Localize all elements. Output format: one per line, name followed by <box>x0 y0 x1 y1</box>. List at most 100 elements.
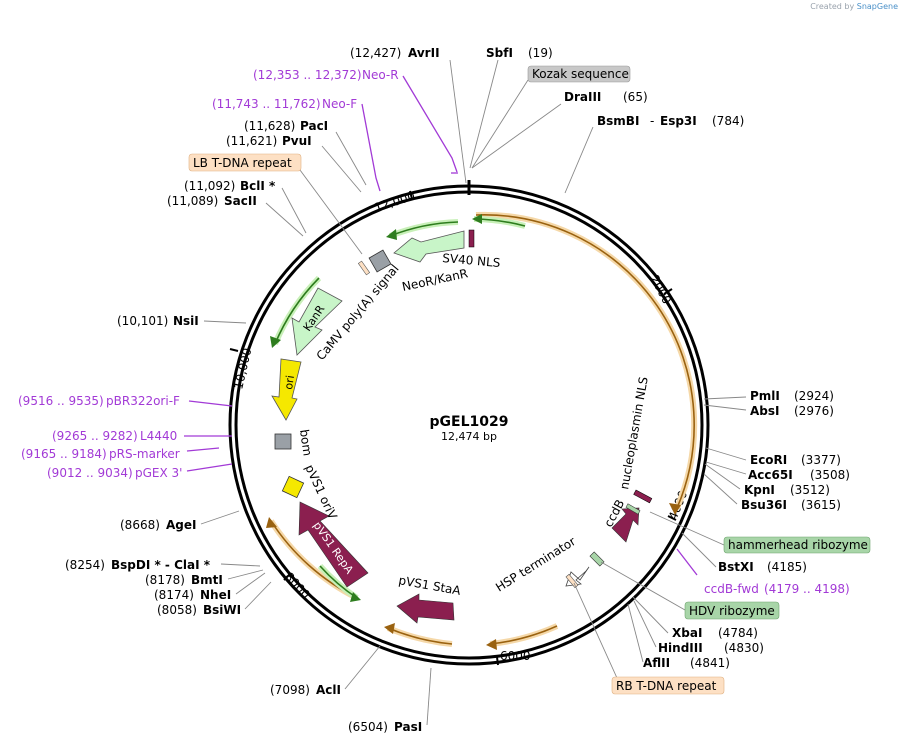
line-kozak <box>471 79 529 169</box>
hindiii-name: HindIII <box>658 641 703 655</box>
nucleoplasmin-nls-label: nucleoplasmin NLS <box>617 376 651 491</box>
aflii-pos: (4841) <box>690 656 730 670</box>
line-hammerhead <box>649 511 725 546</box>
tick-label-6000: 6000 <box>500 649 531 663</box>
line-absi <box>703 404 747 411</box>
hammerhead-box <box>723 536 871 554</box>
pvs1-repa-arrow <box>298 501 369 588</box>
bspdi-name: BspDI * - ClaI * <box>111 558 211 572</box>
kpni-pos: (3512) <box>790 483 830 497</box>
nsii-pos: (10,101) <box>117 314 168 328</box>
orange-arc-right-glow <box>475 211 698 510</box>
line-xbai <box>632 596 669 634</box>
xbai-name: XbaI <box>672 626 702 640</box>
tick-label-12000: 12,000 <box>373 189 417 215</box>
credit-brand: SnapGene <box>856 2 898 11</box>
neor-range: (12,353 .. 12,372) <box>253 68 362 82</box>
hsp-terminator-label: HSP terminator <box>493 534 578 594</box>
line-bsmbi <box>564 126 594 194</box>
plasmid-length: 12,474 bp <box>441 430 497 443</box>
bmti-pos: (8178) <box>145 573 185 587</box>
tick-12000 <box>409 190 413 200</box>
line-aflii <box>627 603 644 663</box>
leader-lines <box>200 59 747 726</box>
hammerhead-shape <box>625 503 641 515</box>
draiii-pos: (65) <box>623 90 648 104</box>
line-bstxi <box>681 532 717 568</box>
l4440-name: L4440 <box>140 429 177 443</box>
hdv-ribozyme-shape <box>589 551 605 567</box>
line-pvui <box>321 145 362 193</box>
snapgene-credit: Created by SnapGene <box>810 2 898 11</box>
line-ecori <box>705 447 747 461</box>
bcli-pos: (11,092) <box>184 179 235 193</box>
green-arc-kan-head <box>270 336 281 348</box>
kozak-box <box>527 65 631 83</box>
line-pgex <box>186 463 233 472</box>
rb-tdna-box <box>611 676 725 695</box>
bsiwi-name: BsiWI <box>203 603 241 617</box>
tick-6000 <box>496 656 499 666</box>
tick-2000 <box>663 288 673 295</box>
line-bspdi <box>220 563 261 567</box>
sv40-nls-label: SV40 NLS <box>442 251 501 270</box>
tick-marks <box>229 190 677 666</box>
ccdbfwd-name: ccdB-fwd <box>704 582 759 596</box>
line-paci <box>335 131 367 186</box>
lb-tdna-shape <box>357 260 371 276</box>
plasmid-name: pGEL1029 <box>430 414 509 430</box>
nhei-pos: (8174) <box>154 588 194 602</box>
pgex-range: (9012 .. 9034) <box>47 466 133 480</box>
green-arc-top-head <box>472 214 482 224</box>
kanr-arrow <box>291 287 343 356</box>
neor-kanr-label: NeoR/KanR <box>401 266 469 294</box>
pgex-name: pGEX 3' <box>135 466 182 480</box>
neof-range: (11,743 .. 11,762) <box>212 97 321 111</box>
paci-name: PacI <box>300 119 328 133</box>
hammerhead-label: hammerhead ribozyme <box>728 538 868 552</box>
line-nhei <box>235 572 266 595</box>
line-avrii <box>449 59 467 184</box>
line-acli <box>344 645 381 690</box>
l4440-range: (9265 .. 9282) <box>52 429 138 443</box>
line-lb-tdna <box>299 169 363 255</box>
pvui-pos: (11,621) <box>226 134 277 148</box>
hindiii-pos: (4830) <box>724 641 764 655</box>
ecori-pos: (3377) <box>801 453 841 467</box>
hdv-label: HDV ribozyme <box>689 604 775 618</box>
orange-arc-bottom-left-glow <box>386 625 453 647</box>
bom-label: bom <box>297 428 315 456</box>
bsiwi-pos: (8058) <box>157 603 197 617</box>
nucleoplasmin-nls-shape <box>633 489 653 504</box>
bsmbi-pos: (784) <box>712 114 744 128</box>
pasi-pos: (6504) <box>348 720 388 734</box>
ccdbfwd-range: (4179 .. 4198) <box>764 582 850 596</box>
bsmbi-name: BsmBI <box>597 114 639 128</box>
pasi-name: PasI <box>394 720 422 734</box>
line-agei <box>200 510 240 525</box>
nsii-name: NsiI <box>173 314 199 328</box>
sbfi-pos: (19) <box>528 46 553 60</box>
pvs1-repa-label: pVS1 RepA <box>311 519 357 576</box>
line-sacii <box>265 202 304 237</box>
bmti-name: BmtI <box>191 573 223 587</box>
pmli-name: PmlI <box>750 389 780 403</box>
sv40-nls-shape <box>468 229 475 248</box>
bstxi-name: BstXI <box>718 560 754 574</box>
esp3i-name: Esp3I <box>660 114 697 128</box>
pbr322-range: (9516 .. 9535) <box>18 394 104 408</box>
bsu36i-name: Bsu36I <box>741 498 787 512</box>
line-bcli <box>281 187 307 234</box>
line-hindiii <box>633 600 657 648</box>
orange-arc-bottom-right-head <box>486 639 497 650</box>
bsu36i-pos: (3615) <box>801 498 841 512</box>
sbfi-name: SbfI <box>486 46 513 60</box>
line-pmli <box>703 396 747 400</box>
gray-feature-top <box>368 249 392 273</box>
aflii-name: AflII <box>643 656 670 670</box>
line-prs <box>186 447 220 452</box>
line-sbfi <box>469 59 499 169</box>
kpni-name: KpnI <box>744 483 775 497</box>
pvs1-oriv-shape <box>281 475 305 499</box>
neor-kanr-arrow <box>393 230 465 263</box>
